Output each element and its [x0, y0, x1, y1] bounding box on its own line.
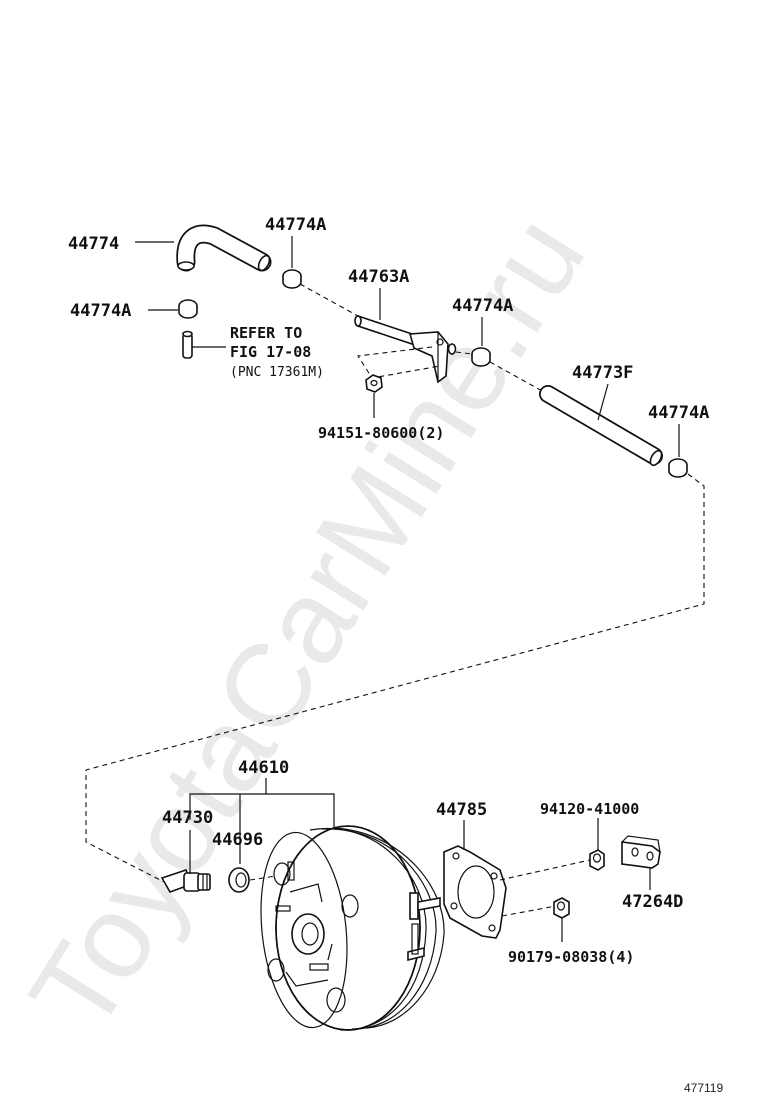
nut-94120-part [589, 849, 605, 871]
label-44774a-mid: 44774A [452, 296, 513, 316]
label-47264d: 47264D [622, 892, 683, 912]
label-90179: 90179-08038(4) [508, 948, 634, 966]
label-44610: 44610 [238, 758, 289, 778]
label-44774a-right: 44774A [648, 403, 709, 423]
clevis-47264d-part [621, 835, 661, 869]
grommet-44696-part [228, 867, 250, 893]
nut-94151-part [365, 374, 383, 393]
nut-90179-part [553, 897, 570, 919]
gasket-44785-part [443, 845, 507, 939]
brake-booster-44610-part [260, 825, 445, 1031]
clip-44774a-right-part [668, 458, 688, 478]
label-44773f: 44773F [572, 363, 633, 383]
check-valve-44730-part [160, 869, 211, 893]
label-94151: 94151-80600(2) [318, 424, 444, 442]
refer-note-line2: FIG 17-08 [230, 343, 311, 361]
clip-44774a-mid-part [471, 347, 491, 367]
label-44774: 44774 [68, 234, 119, 254]
bracket-44763a-part [354, 314, 457, 384]
hose-44773f-part [539, 385, 663, 467]
label-44774a-top: 44774A [265, 215, 326, 235]
figure-number: 477119 [684, 1081, 723, 1095]
hose-44774-part [176, 224, 272, 272]
label-44730: 44730 [162, 808, 213, 828]
pipe-stub-part [182, 330, 193, 359]
refer-note-line1: REFER TO [230, 324, 302, 342]
label-44763a: 44763A [348, 267, 409, 287]
clip-44774a-top-part [282, 269, 302, 289]
label-44785: 44785 [436, 800, 487, 820]
label-94120: 94120-41000 [540, 800, 639, 818]
label-44696: 44696 [212, 830, 263, 850]
label-44774a-left: 44774A [70, 301, 131, 321]
clip-44774a-left-part [178, 299, 198, 319]
refer-note-line3: (PNC 17361M) [230, 365, 324, 380]
